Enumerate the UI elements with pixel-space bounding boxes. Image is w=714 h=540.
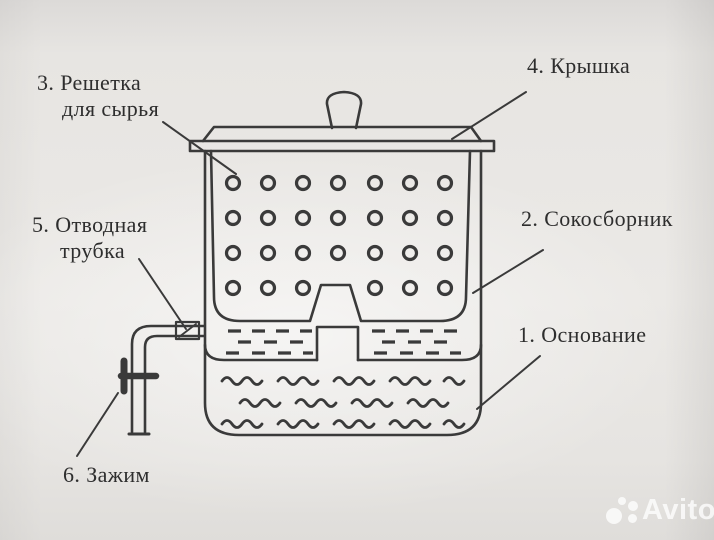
avito-logo-dot-top-right (628, 501, 638, 511)
base-body (203, 149, 483, 437)
callout-juice-collector: 2. Сокосборник (521, 206, 673, 231)
juice-collector-bottom (203, 343, 483, 362)
leader-grid (162, 121, 237, 175)
avito-logo-dot-large (606, 508, 622, 524)
leader-base (476, 355, 541, 410)
water-waves (220, 376, 466, 429)
leader-juice-collector (472, 249, 544, 294)
avito-watermark-text: Avito (642, 494, 714, 526)
tube-collar (174, 320, 201, 341)
callout-lid: 4. Крышка (527, 53, 631, 78)
avito-watermark: Avito (604, 492, 714, 532)
raw-material-basket (209, 149, 472, 323)
callout-clamp: 6. Зажим (63, 462, 150, 487)
leader-outlet-tube (138, 258, 187, 330)
avito-logo-dot-bottom-right (628, 514, 637, 523)
leader-lid (451, 91, 527, 140)
callout-raw-material-grid: 3. Решетка для сырья (37, 70, 160, 121)
clamp (117, 357, 160, 395)
callout-outlet-tube: 5. Отводная трубка (32, 212, 148, 263)
lid-knob (325, 90, 363, 130)
callout-base: 1. Основание (518, 322, 647, 347)
juice-dashes (226, 329, 461, 355)
leader-clamp (76, 392, 119, 457)
rim (188, 139, 496, 153)
steam-channel (315, 325, 360, 362)
grid-holes (224, 174, 454, 297)
lid (201, 125, 483, 143)
avito-logo-dot-small (618, 497, 626, 505)
outlet-tube (127, 324, 206, 436)
